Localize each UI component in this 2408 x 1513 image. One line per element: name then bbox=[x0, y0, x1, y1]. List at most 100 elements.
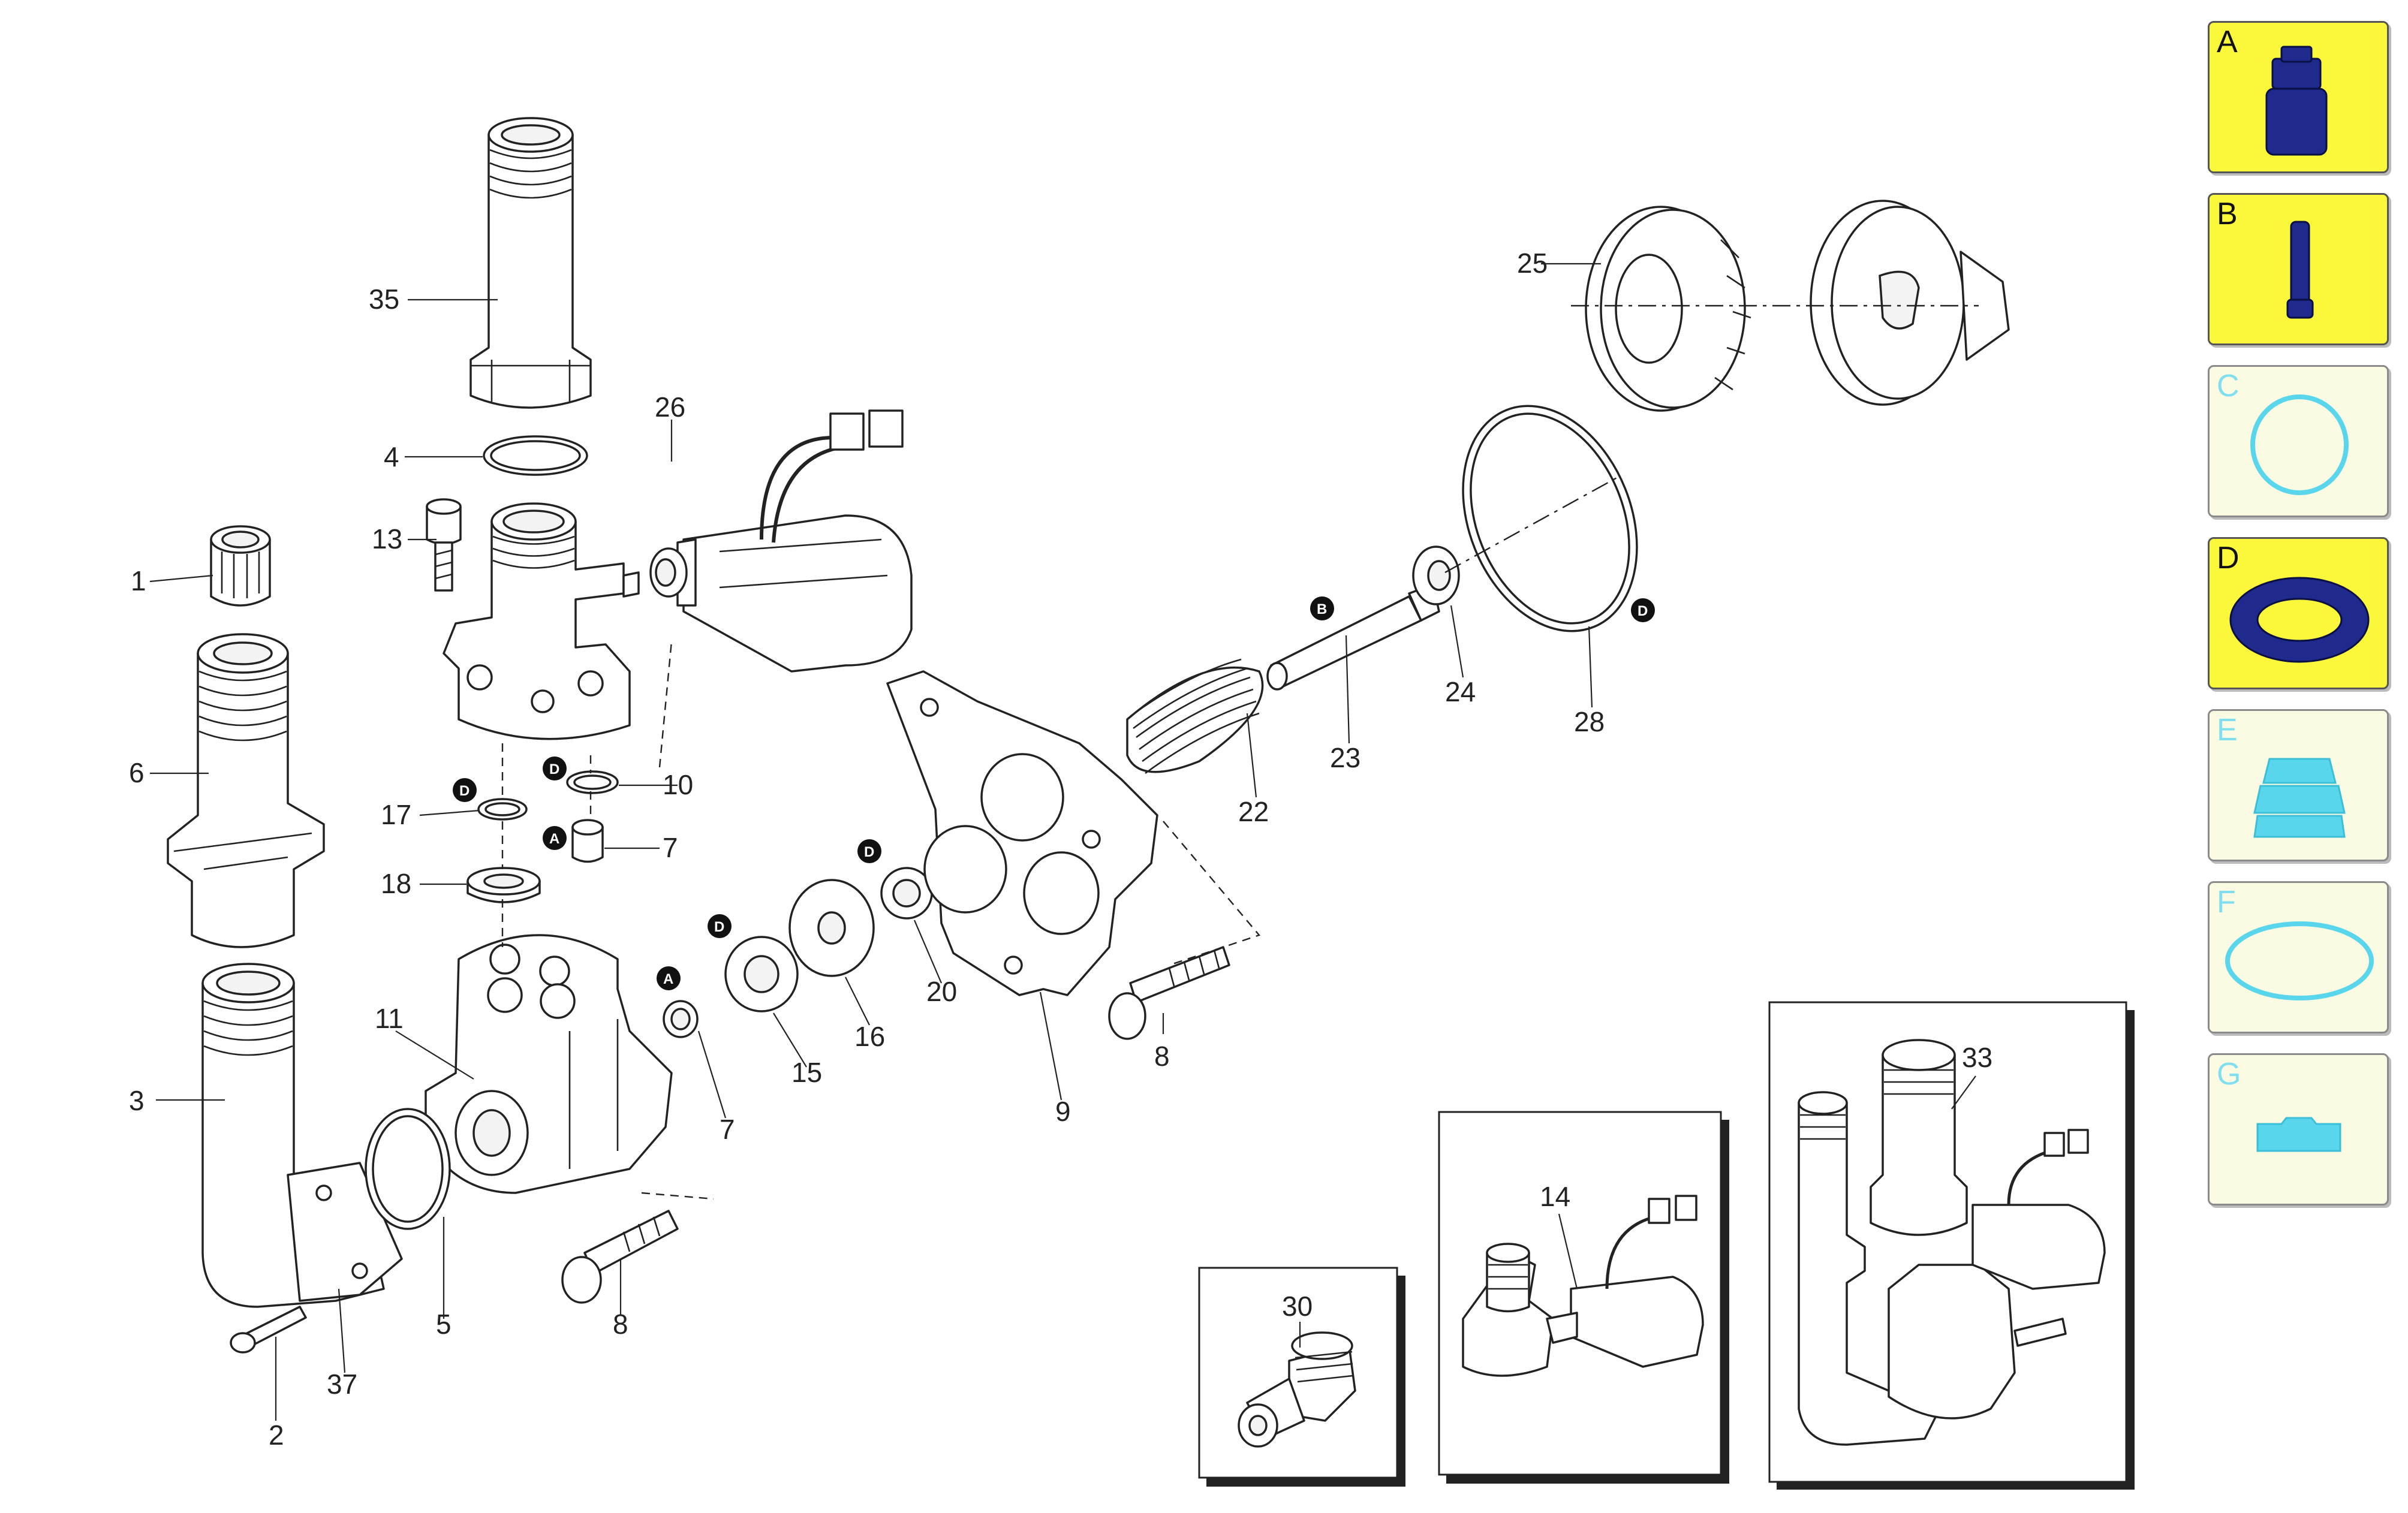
marker-d-20[interactable]: D bbox=[857, 839, 881, 863]
part-24-seal-washer[interactable] bbox=[1412, 545, 1460, 605]
piston-icon bbox=[2286, 221, 2314, 319]
svg-text:D: D bbox=[459, 783, 469, 799]
inset-30[interactable] bbox=[1198, 1267, 1405, 1487]
part-number-labels: 1 2 3 4 5 6 7 7 8 8 9 10 11 13 14 15 16 … bbox=[129, 248, 1992, 1451]
washer-icon bbox=[2256, 1117, 2341, 1152]
part-6-connector-pipe[interactable] bbox=[167, 633, 325, 948]
o-ring-icon bbox=[2225, 921, 2374, 1000]
part-7-valve-lower[interactable] bbox=[663, 1000, 699, 1038]
marker-a-7-lower[interactable]: A bbox=[657, 966, 681, 990]
legend-panel-b[interactable]: B bbox=[2208, 193, 2389, 345]
seal-ring-icon bbox=[2229, 577, 2370, 663]
part-14-valve-head-assembly bbox=[1462, 1195, 1704, 1377]
part-7-valve-upper[interactable] bbox=[571, 819, 604, 863]
part-20-seal[interactable] bbox=[880, 867, 933, 920]
legend-panel-g[interactable]: G bbox=[2208, 1053, 2389, 1205]
inset-14[interactable] bbox=[1438, 1111, 1729, 1484]
valve-head-body[interactable] bbox=[443, 502, 640, 740]
part-18-seal[interactable] bbox=[466, 867, 541, 903]
marker-d-17[interactable]: D bbox=[453, 778, 477, 802]
part-1-nut[interactable] bbox=[210, 525, 271, 607]
label-part-20: 20 bbox=[926, 976, 957, 1007]
label-part-10: 10 bbox=[663, 769, 693, 800]
part-2-screw[interactable] bbox=[230, 1306, 307, 1354]
label-part-18: 18 bbox=[381, 868, 411, 899]
label-part-13: 13 bbox=[372, 523, 402, 554]
label-part-22: 22 bbox=[1238, 796, 1269, 827]
part-4-o-ring[interactable] bbox=[483, 435, 588, 476]
part-23-piston[interactable] bbox=[1266, 583, 1440, 691]
part-5-o-ring[interactable] bbox=[365, 1108, 451, 1230]
label-part-14: 14 bbox=[1540, 1181, 1570, 1212]
legend-panel-e[interactable]: E bbox=[2208, 709, 2389, 861]
svg-text:D: D bbox=[864, 844, 874, 860]
label-part-7-lower: 7 bbox=[720, 1114, 735, 1145]
part-13-bolt[interactable] bbox=[426, 498, 462, 592]
valve-insert-icon bbox=[2265, 46, 2328, 156]
label-part-6: 6 bbox=[129, 757, 145, 788]
label-part-30: 30 bbox=[1282, 1291, 1313, 1322]
gasket-icon bbox=[2250, 394, 2349, 495]
label-part-1: 1 bbox=[131, 565, 146, 596]
assembly-lines bbox=[501, 305, 1979, 1200]
label-part-8-upper: 8 bbox=[1154, 1041, 1170, 1072]
part-9-flange-plate[interactable] bbox=[886, 670, 1158, 996]
marker-d-28[interactable]: D bbox=[1631, 598, 1655, 622]
label-part-23: 23 bbox=[1330, 742, 1360, 773]
legend-panel-f[interactable]: F bbox=[2208, 881, 2389, 1033]
label-part-35: 35 bbox=[369, 284, 399, 315]
part-26-pressure-switch[interactable] bbox=[649, 409, 913, 673]
legend-letter: C bbox=[2217, 369, 2240, 403]
label-part-24: 24 bbox=[1445, 676, 1476, 707]
marker-a-7-upper[interactable]: A bbox=[543, 826, 567, 850]
part-10-seal-ring[interactable] bbox=[566, 770, 619, 794]
legend-panel-d[interactable]: D bbox=[2208, 537, 2389, 689]
part-22-spring[interactable] bbox=[1126, 658, 1264, 774]
legend-panel-a[interactable]: A bbox=[2208, 21, 2389, 173]
part-33-complete-pump-assembly bbox=[1798, 1039, 2106, 1446]
legend-letter: F bbox=[2217, 885, 2236, 920]
part-17-seal-ring[interactable] bbox=[477, 798, 528, 821]
svg-text:D: D bbox=[549, 761, 559, 777]
label-part-37: 37 bbox=[327, 1369, 357, 1400]
label-part-9: 9 bbox=[1055, 1096, 1071, 1127]
bellows-icon bbox=[2253, 758, 2346, 838]
part-30-hose-coupling bbox=[1238, 1331, 1356, 1448]
part-15-bearing-seal[interactable] bbox=[724, 936, 799, 1012]
label-part-26: 26 bbox=[655, 391, 685, 423]
label-part-25: 25 bbox=[1517, 248, 1548, 279]
label-part-2: 2 bbox=[269, 1419, 284, 1451]
label-part-3: 3 bbox=[129, 1085, 145, 1116]
label-part-8-lower: 8 bbox=[613, 1309, 628, 1340]
svg-text:A: A bbox=[549, 831, 559, 847]
part-16-washer[interactable] bbox=[788, 879, 875, 977]
label-part-16: 16 bbox=[854, 1021, 885, 1052]
label-part-33: 33 bbox=[1962, 1042, 1992, 1073]
label-part-15: 15 bbox=[791, 1057, 822, 1088]
label-part-11: 11 bbox=[375, 1003, 404, 1034]
part-11-pump-housing[interactable] bbox=[425, 934, 673, 1194]
label-part-28: 28 bbox=[1574, 706, 1605, 737]
part-25-rotor-assembly[interactable] bbox=[1585, 200, 2010, 412]
part-8-bolt-upper[interactable] bbox=[1108, 946, 1230, 1040]
part-8-bolt-lower[interactable] bbox=[561, 1210, 679, 1304]
svg-text:D: D bbox=[714, 919, 724, 935]
legend-panel-c[interactable]: C bbox=[2208, 365, 2389, 517]
svg-text:A: A bbox=[663, 971, 673, 987]
svg-text:B: B bbox=[1317, 601, 1327, 617]
part-35-threaded-tube[interactable] bbox=[469, 117, 592, 409]
label-part-7-upper: 7 bbox=[663, 832, 678, 863]
label-part-4: 4 bbox=[384, 441, 399, 472]
part-28-large-o-ring[interactable] bbox=[1431, 380, 1669, 658]
kit-markers: D D A A D D B D bbox=[453, 596, 1655, 990]
label-part-5: 5 bbox=[436, 1309, 452, 1340]
legend-letter: E bbox=[2217, 713, 2238, 748]
legend-letter: B bbox=[2217, 197, 2238, 231]
label-part-17: 17 bbox=[381, 799, 411, 830]
marker-b-23[interactable]: B bbox=[1310, 596, 1334, 620]
svg-text:D: D bbox=[1638, 603, 1648, 619]
marker-d-15[interactable]: D bbox=[708, 914, 732, 938]
marker-d-10[interactable]: D bbox=[543, 756, 567, 780]
inset-33[interactable] bbox=[1768, 1001, 2135, 1490]
